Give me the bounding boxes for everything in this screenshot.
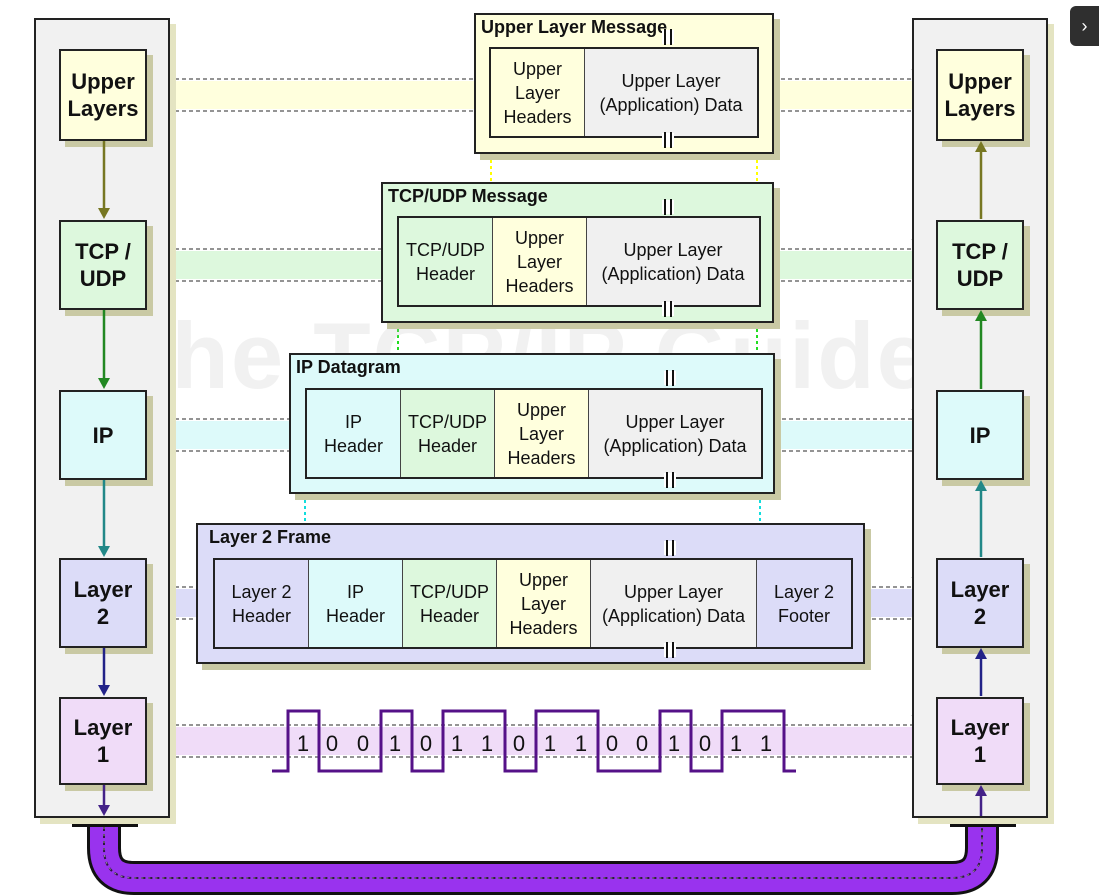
field-application-data: Upper Layer (Application) Data <box>585 49 757 136</box>
tcp-udp-message: TCP/UDP Message TCP/UDP Header Upper Lay… <box>381 182 774 323</box>
upper-layer-message-fields: Upper Layer Headers Upper Layer (Applica… <box>489 47 759 138</box>
tcp-udp-flow-band <box>147 251 381 279</box>
tcp-udp-message-title: TCP/UDP Message <box>388 186 548 206</box>
cable-strand <box>103 820 983 879</box>
field-tcp-udp-header: TCP/UDP Header <box>401 390 495 477</box>
field-layer-2-footer: Layer 2 Footer <box>757 560 851 647</box>
bit-label: 1 <box>574 731 588 756</box>
bit-label: 0 <box>419 731 433 756</box>
bit-label: 0 <box>325 731 339 756</box>
scroll-next-button[interactable]: › <box>1070 6 1099 46</box>
bit-label: 1 <box>729 731 743 756</box>
bit-label: 0 <box>512 731 526 756</box>
upper-flow-band <box>147 81 474 109</box>
bit-label: 0 <box>605 731 619 756</box>
bit-label: 0 <box>635 731 649 756</box>
bit-label: 1 <box>296 731 310 756</box>
right-layer-ip: IP <box>936 390 1024 480</box>
bit-label: 1 <box>480 731 494 756</box>
bit-label: 0 <box>356 731 370 756</box>
field-application-data: Upper Layer (Application) Data <box>589 390 761 477</box>
left-layer-2: Layer 2 <box>59 558 147 648</box>
field-upper-layer-headers: Upper Layer Headers <box>495 390 589 477</box>
upper-flow-band <box>774 81 936 109</box>
ip-datagram-title: IP Datagram <box>296 357 401 377</box>
field-tcp-udp-header: TCP/UDP Header <box>403 560 497 647</box>
right-layer-upper: Upper Layers <box>936 49 1024 141</box>
left-layer-tcp-udp: TCP / UDP <box>59 220 147 310</box>
field-upper-layer-headers: Upper Layer Headers <box>497 560 591 647</box>
right-layer-2: Layer 2 <box>936 558 1024 648</box>
field-ip-header: IP Header <box>307 390 401 477</box>
field-application-data: Upper Layer (Application) Data <box>587 218 759 305</box>
right-layer-1: Layer 1 <box>936 697 1024 785</box>
right-layer-tcp-udp: TCP / UDP <box>936 220 1024 310</box>
layer-2-frame: Layer 2 Frame Layer 2 Header IP Header T… <box>196 523 865 664</box>
field-upper-layer-headers: Upper Layer Headers <box>491 49 585 136</box>
field-upper-layer-headers: Upper Layer Headers <box>493 218 587 305</box>
bit-label: 1 <box>667 731 681 756</box>
upper-layer-message-title: Upper Layer Message <box>481 17 668 37</box>
field-tcp-udp-header: TCP/UDP Header <box>399 218 493 305</box>
left-layer-ip: IP <box>59 390 147 480</box>
bit-label: 1 <box>759 731 773 756</box>
cable <box>90 820 996 892</box>
tcp-udp-message-fields: TCP/UDP Header Upper Layer Headers Upper… <box>397 216 761 307</box>
bit-label: 1 <box>543 731 557 756</box>
bit-label: 1 <box>388 731 402 756</box>
ip-datagram-fields: IP Header TCP/UDP Header Upper Layer Hea… <box>305 388 763 479</box>
ip-flow-band <box>775 421 936 449</box>
layer-2-frame-title: Layer 2 Frame <box>209 527 332 547</box>
field-application-data: Upper Layer (Application) Data <box>591 560 757 647</box>
left-layer-1: Layer 1 <box>59 697 147 785</box>
field-layer-2-header: Layer 2 Header <box>215 560 309 647</box>
left-layer-upper: Upper Layers <box>59 49 147 141</box>
bit-label: 1 <box>450 731 464 756</box>
chevron-right-icon: › <box>1081 15 1088 36</box>
tcp-udp-flow-band <box>774 251 936 279</box>
bit-label: 0 <box>698 731 712 756</box>
ip-datagram: IP Datagram IP Header TCP/UDP Header Upp… <box>289 353 775 494</box>
field-ip-header: IP Header <box>309 560 403 647</box>
layer-2-frame-fields: Layer 2 Header IP Header TCP/UDP Header … <box>213 558 853 649</box>
upper-layer-message: Upper Layer Message Upper Layer Headers … <box>474 13 774 154</box>
